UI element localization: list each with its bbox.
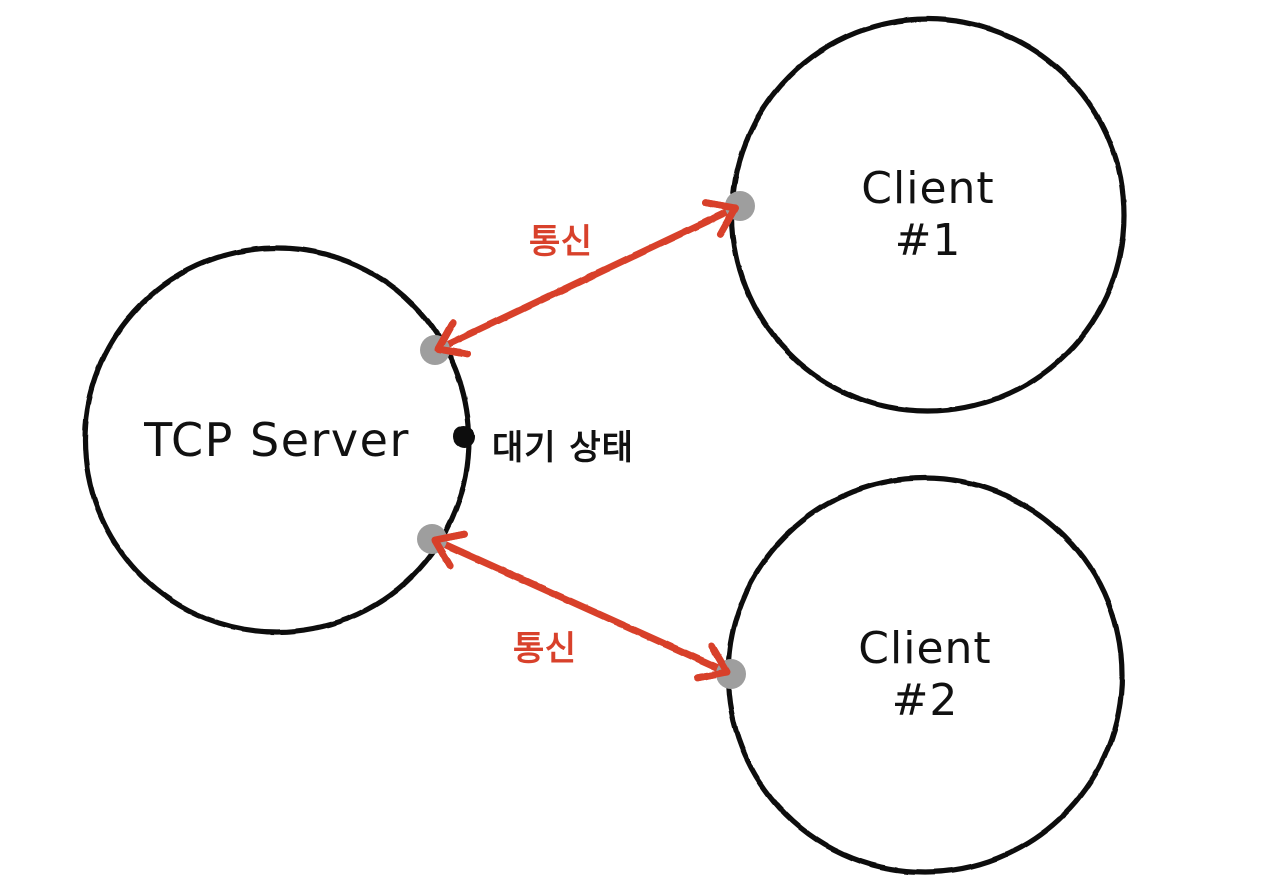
- edge-server-client1[interactable]: [434, 199, 739, 358]
- edge-arrowheads-top: [431, 199, 739, 682]
- edge-server-client2[interactable]: [431, 530, 731, 682]
- state-dot-group: [453, 426, 475, 448]
- node-circle-tcp-server[interactable]: [82, 245, 472, 635]
- node-circle-client-2[interactable]: [725, 475, 1125, 875]
- node-circles: [82, 16, 1127, 875]
- edge-lines: [431, 199, 739, 682]
- node-circle-client-1[interactable]: [729, 16, 1127, 414]
- waiting-state-dot[interactable]: [453, 426, 475, 448]
